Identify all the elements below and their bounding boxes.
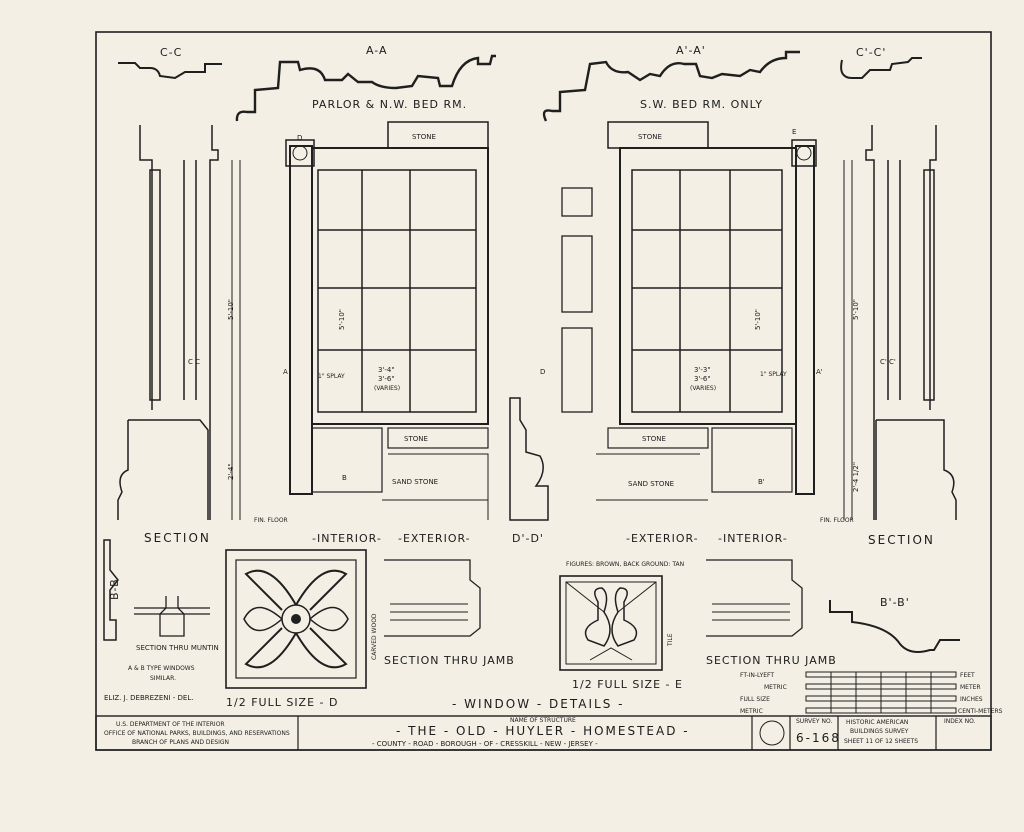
profile-aa-prime [542, 50, 800, 122]
svg-text:C' C': C' C' [880, 358, 896, 366]
profile-cc-prime [840, 57, 922, 79]
dim-height-left: 5'-10" [227, 299, 235, 320]
svg-text:D: D [540, 368, 545, 376]
label-sandstone-right: SAND STONE [628, 480, 674, 488]
agency-line3: BRANCH OF PLANS AND DESIGN [132, 739, 229, 746]
jamb-section-left [384, 559, 481, 637]
label-cc-point: C C [188, 358, 200, 366]
carved-rosette-d [225, 549, 367, 689]
svg-text:A: A [283, 368, 288, 376]
dim-width-right2: 3'-6" [694, 375, 711, 383]
scale-bars [805, 671, 957, 714]
muntin-note2: SIMILAR. [150, 675, 176, 682]
profile-aa [235, 54, 496, 122]
profile-cc [118, 62, 222, 80]
dim-splay-right: 1" SPLAY [760, 371, 787, 378]
structure-location: - COUNTY - ROAD - BOROUGH - OF - CRESSKI… [372, 740, 598, 748]
scale-meter: METER [960, 684, 981, 691]
svg-text:A': A' [816, 368, 823, 376]
scale-inches: INCHES [960, 696, 983, 703]
muntin-title: SECTION THRU MUNTIN [136, 644, 219, 652]
label-half-e: 1/2 FULL SIZE - E [572, 678, 683, 691]
profile-bb-prime [829, 600, 960, 653]
label-sandstone-left: SAND STONE [392, 478, 438, 486]
label-section-left: SECTION [144, 531, 211, 545]
jamb-section-right [706, 559, 803, 637]
title-block [95, 715, 992, 751]
label-carved-wood: CARVED WOOD [371, 613, 378, 660]
scale-metric: METRIC [764, 684, 787, 691]
habs-line1: HISTORIC AMERICAN [846, 719, 908, 726]
label-stone-sill-left: STONE [404, 435, 428, 443]
right-window: STONE E STONE SAND STONE 5'-10" 3'-3" 3'… [596, 121, 823, 501]
label-interior-left: -INTERIOR- [312, 532, 382, 545]
dim-sash-right: 5'-10" [754, 309, 762, 330]
label-exterior-right: -EXTERIOR- [626, 532, 699, 545]
dim-height-right: 5'-10" [852, 299, 860, 320]
label-jamb-right: SECTION THRU JAMB [706, 654, 837, 667]
label-room-right: S.W. BED RM. ONLY [640, 98, 763, 111]
tile-note: FIGURES: BROWN, BACK GROUND: TAN [566, 561, 684, 568]
dim-sash-left: 5'-10" [338, 309, 346, 330]
sheet-count: SHEET 11 OF 12 SHEETS [844, 738, 918, 745]
swan-tile-e [559, 575, 663, 671]
svg-text:D: D [297, 134, 302, 142]
agency-line1: U.S. DEPARTMENT OF THE INTERIOR [116, 721, 225, 728]
agency-line2: OFFICE OF NATIONAL PARKS, BUILDINGS, AND… [104, 730, 290, 737]
dim-lower-left: 2'-4" [227, 463, 235, 480]
delineator: ELIZ. J. DEBREZENI - DEL. [104, 694, 193, 702]
sheet-border [95, 31, 992, 751]
label-stone-sill-right: STONE [642, 435, 666, 443]
habs-line2: BUILDINGS SURVEY [850, 728, 909, 735]
dim-width-left: 3'-4" [378, 366, 395, 374]
label-interior-right: -INTERIOR- [718, 532, 788, 545]
scale-full-size: FULL SIZE [740, 696, 770, 703]
svg-text:B: B [342, 474, 347, 482]
label-fin-floor-left: FIN. FLOOR [254, 517, 288, 524]
label-section-cc: C-C [160, 46, 182, 59]
scale-ft-in: FT-IN-LYEFT [740, 672, 774, 679]
center-details: D [509, 187, 593, 521]
svg-text:E: E [792, 128, 796, 136]
svg-text:B': B' [758, 478, 765, 486]
label-section-aa-prime: A'-A' [676, 44, 706, 57]
index-label: INDEX NO. [944, 718, 976, 725]
label-section-aa: A-A [366, 44, 388, 57]
label-section-cc-prime: C'-C' [856, 46, 886, 59]
label-room-left: PARLOR & N.W. BED RM. [312, 98, 467, 111]
right-section-drawing: 5'-10" 2'-4 1/2" C' C' [843, 125, 957, 520]
muntin-detail: B-B SECTION THRU MUNTIN A & B TYPE WINDO… [103, 539, 219, 682]
left-section-drawing: 5'-10" 2'-4" C C [117, 125, 241, 520]
scale-cm: CENTI-METERS [958, 708, 1003, 715]
label-exterior-left: -EXTERIOR- [398, 532, 471, 545]
dim-lower-right: 2'-4 1/2" [852, 462, 860, 492]
survey-label: SURVEY NO. [796, 718, 832, 725]
dim-varies-right: (VARIES) [690, 385, 716, 392]
label-stone-top-left: STONE [412, 133, 436, 141]
left-window: D STONE STONE SAND STONE 5'-10" 3'-4" 3'… [283, 121, 489, 520]
sheet-title: - WINDOW - DETAILS - [452, 697, 624, 711]
label-section-bb-prime: B'-B' [880, 596, 910, 609]
muntin-note1: A & B TYPE WINDOWS [128, 665, 195, 672]
label-section-bb: B-B [108, 578, 121, 600]
dim-width-left2: 3'-6" [378, 375, 395, 383]
label-jamb-left: SECTION THRU JAMB [384, 654, 515, 667]
label-half-d: 1/2 FULL SIZE - D [226, 696, 338, 709]
survey-number: 6-168 [796, 731, 841, 745]
dim-splay-left: 1" SPLAY [318, 373, 345, 380]
label-fin-floor-right: FIN. FLOOR [820, 517, 854, 524]
scale-feet: FEET [960, 672, 975, 679]
label-tile: TILE [667, 633, 674, 647]
dim-varies-left: (VARIES) [374, 385, 400, 392]
dim-width-right: 3'-3" [694, 366, 711, 374]
structure-name: - THE - OLD - HUYLER - HOMESTEAD - [396, 724, 690, 738]
structure-label: NAME OF STRUCTURE [510, 717, 576, 724]
label-stone-top-right: STONE [638, 133, 662, 141]
label-section-right: SECTION [868, 533, 935, 547]
label-section-dd: D'-D' [512, 532, 544, 545]
scale-metric2: METRIC [740, 708, 763, 715]
